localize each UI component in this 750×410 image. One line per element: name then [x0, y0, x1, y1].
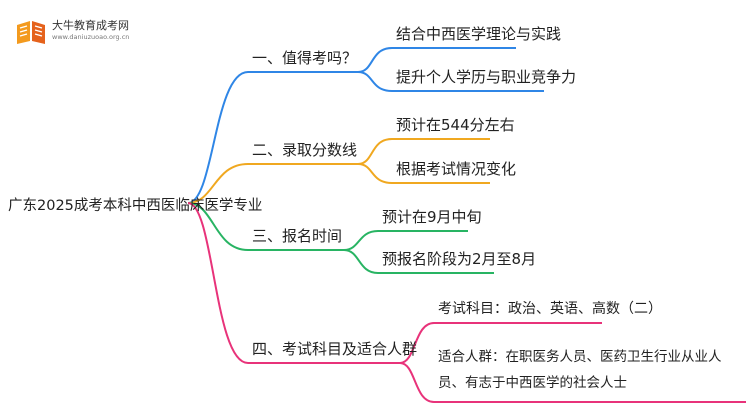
logo-url: www.daniuzuoao.org.cn: [52, 33, 130, 41]
connector-root-branch-4: [187, 202, 249, 364]
branch-3-child-1-node[interactable]: 预计在9月中旬: [382, 208, 482, 226]
branch-3-node[interactable]: 三、报名时间: [252, 227, 343, 245]
branch-1-node[interactable]: 一、值得考吗？: [252, 49, 358, 67]
branch-4-child-2-node[interactable]: 适合人群：在职医务人员、医药卫生行业从业人员、有志于中西医学的社会人士: [438, 349, 722, 391]
branch-2-child-1-node[interactable]: 预计在544分左右: [396, 116, 515, 134]
branch-1-child-2-node[interactable]: 提升个人学历与职业竞争力: [396, 68, 577, 86]
connector-branch-1-child-2: [357, 71, 393, 92]
branch-2-child-2-node[interactable]: 根据考试情况变化: [396, 160, 517, 178]
branch-4-node[interactable]: 四、考试科目及适合人群: [252, 340, 418, 358]
site-logo[interactable]: 大牛教育成考网 www.daniuzuoao.org.cn: [14, 14, 144, 48]
connector-branch-2-child-2: [357, 163, 393, 184]
connector-branch-3-child-1: [343, 230, 379, 251]
connector-root-branch-2: [187, 163, 249, 204]
connector-branch-1-child-1: [357, 47, 393, 73]
branch-2-node[interactable]: 二、录取分数线: [252, 141, 358, 159]
branch-1-child-1-node[interactable]: 结合中西医学理论与实践: [396, 25, 562, 43]
connector-root-branch-1: [187, 71, 249, 204]
connector-branch-2-child-1: [357, 138, 393, 165]
logo-title: 大牛教育成考网: [52, 19, 129, 32]
root-node[interactable]: 广东2025成考本科中西医临床医学专业: [8, 198, 263, 214]
open-book-icon: [17, 21, 45, 44]
connector-root-branch-3: [187, 202, 249, 251]
connector-branch-3-child-2: [343, 249, 379, 274]
connector-branch-4-child-2: [399, 362, 435, 403]
connector-branch-4-child-1: [399, 322, 435, 364]
branch-4-child-1-node[interactable]: 考试科目：政治、英语、高数（二）: [438, 301, 662, 317]
branch-3-child-2-node[interactable]: 预报名阶段为2月至8月: [382, 250, 537, 268]
